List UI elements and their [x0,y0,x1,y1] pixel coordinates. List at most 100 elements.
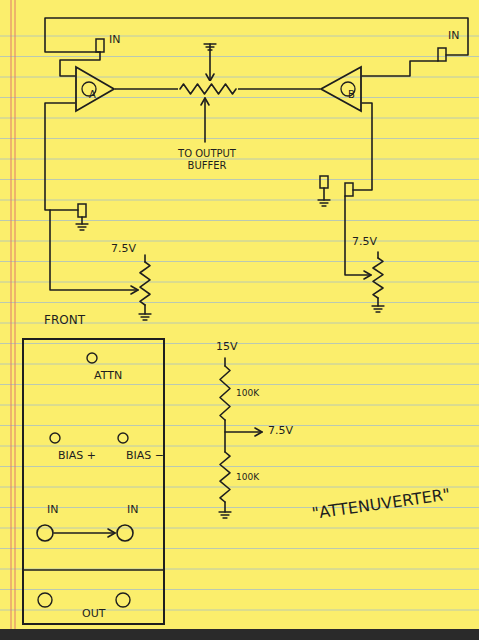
ruled-line [0,200,479,201]
jack-label: IN [109,34,120,47]
knob-label: ATTN [94,370,122,383]
arrow-head [108,529,115,537]
ruled-line [0,466,479,467]
margin-line [11,0,12,640]
arrow-head [131,286,138,294]
resistor-value: 100K [236,388,259,398]
op-amp-outline [76,67,114,111]
knob-symbol [50,433,60,443]
ruled-line [0,138,479,139]
ruled-line [0,548,479,549]
voltage-label: 7.5V [352,236,377,249]
callout-letter: B [348,89,355,101]
knob-label: BIAS + [57,450,97,463]
ruled-line [0,159,479,160]
ground-symbol [76,224,88,230]
potentiometer-symbol [180,84,236,94]
jack-label: IN [47,504,58,517]
ruled-line [0,384,479,385]
jack-symbol [116,593,130,607]
jack-symbol [38,593,52,607]
margin-line [15,0,16,640]
title-note: "ATTENUVERTER" [311,486,452,524]
wire [54,532,115,534]
wire [209,44,211,81]
resistor-symbol [140,262,150,305]
wire [377,298,379,306]
panel-divider [24,569,163,571]
jack-symbol [320,176,328,188]
voltage-label: 7.5V [268,425,293,438]
resistor-value: 100K [236,472,259,482]
paper-edge [0,629,479,640]
knob-symbol [118,433,128,443]
jack-label: IN [127,504,138,517]
ground-symbol [219,512,231,518]
ruled-line [0,610,479,611]
ruled-line [0,97,479,98]
knob-label: BIAS − [125,450,165,463]
signal-note: TO OUTPUT BUFFER [176,148,238,171]
ruled-line [0,179,479,180]
ruled-line [0,589,479,590]
jack-label: IN [448,30,459,43]
jack-symbol [438,48,446,61]
resistor-symbol [373,258,383,298]
ruled-line [0,302,479,303]
front-panel: FRONTATTNBIAS +BIAS −ININOUT [22,338,165,625]
ruled-line [0,528,479,529]
op-amp: A [75,66,115,112]
ground-symbol [372,306,384,312]
ruled-line [0,425,479,426]
ruled-line [0,405,479,406]
wire [224,420,226,452]
ruled-line [0,569,479,570]
jack-symbol [37,525,53,541]
resistor-symbol [220,452,230,502]
arrow-head [364,271,371,279]
ruled-line [0,343,479,344]
arrow-head [201,98,209,105]
wire [50,210,138,290]
ruled-line [0,220,479,221]
ruled-line [0,56,479,57]
ruled-line [0,36,479,37]
wire [144,255,146,262]
jack-symbol [96,39,104,52]
wire [204,98,206,142]
wire [353,103,372,190]
ruled-line [0,241,479,242]
ground-symbol [139,314,151,320]
ground-symbol [318,200,330,206]
wire [45,103,78,210]
wire [81,217,83,224]
jack-symbol [345,183,353,196]
op-amp: B [320,66,362,112]
ruled-line [0,261,479,262]
wire [323,188,325,200]
wire [377,252,379,258]
op-amp-triangle [320,66,362,112]
ruled-line [0,364,479,365]
wire [224,502,226,512]
voltage-label: 15V [216,341,238,354]
wire [362,61,438,76]
op-amp-outline [321,67,361,111]
arrow-head [255,428,262,436]
wire [224,358,226,366]
wire [45,18,468,55]
jack-label: OUT [82,608,105,621]
arrow-head [206,74,214,81]
panel-heading: FRONT [44,314,85,328]
ruled-line [0,118,479,119]
ruled-line [0,446,479,447]
wire [225,431,262,433]
voltage-label: 7.5V [111,243,136,256]
jack-symbol [117,525,133,541]
callout-letter: A [89,89,96,101]
jack-symbol [78,204,86,217]
wire [144,305,146,314]
ruled-line [0,282,479,283]
ruled-line [0,487,479,488]
wire [60,52,100,76]
